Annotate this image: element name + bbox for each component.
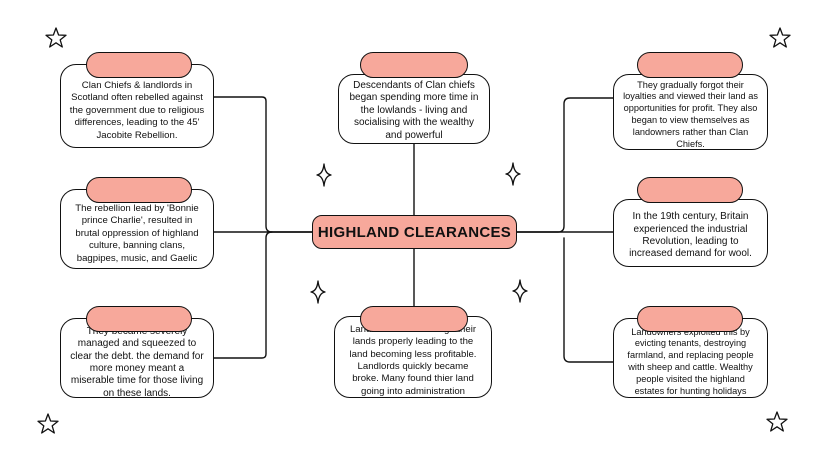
central-title: HIGHLAND CLEARANCES (312, 215, 517, 249)
node-left-bottom-tab (86, 306, 192, 332)
sparkle-icon (505, 162, 521, 186)
star-icon (769, 27, 791, 48)
node-left-middle: The rebellion lead by 'Bonnie prince Cha… (60, 189, 214, 269)
connector-right-top (516, 97, 614, 233)
star-icon (37, 413, 59, 434)
sparkle-icon (310, 280, 326, 304)
node-center-bottom-tab (360, 306, 468, 332)
connector-left-bottom (213, 231, 273, 359)
node-center-top-tab (360, 52, 468, 78)
node-left-top-tab (86, 52, 192, 78)
sparkle-icon (316, 163, 332, 187)
node-right-top: They gradually forgot their loyalties an… (613, 74, 768, 150)
node-right-bottom-tab (637, 306, 743, 332)
node-right-middle: In the 19th century, Britain experienced… (613, 199, 768, 267)
star-icon (45, 27, 67, 48)
node-right-middle-tab (637, 177, 743, 203)
node-right-top-tab (637, 52, 743, 78)
node-center-top: Descendants of Clan chiefs began spendin… (338, 74, 490, 144)
sparkle-icon (512, 279, 528, 303)
connector-right-bottom (563, 237, 614, 363)
star-icon (766, 411, 788, 432)
node-left-middle-tab (86, 177, 192, 203)
connector-left-top (213, 96, 313, 233)
